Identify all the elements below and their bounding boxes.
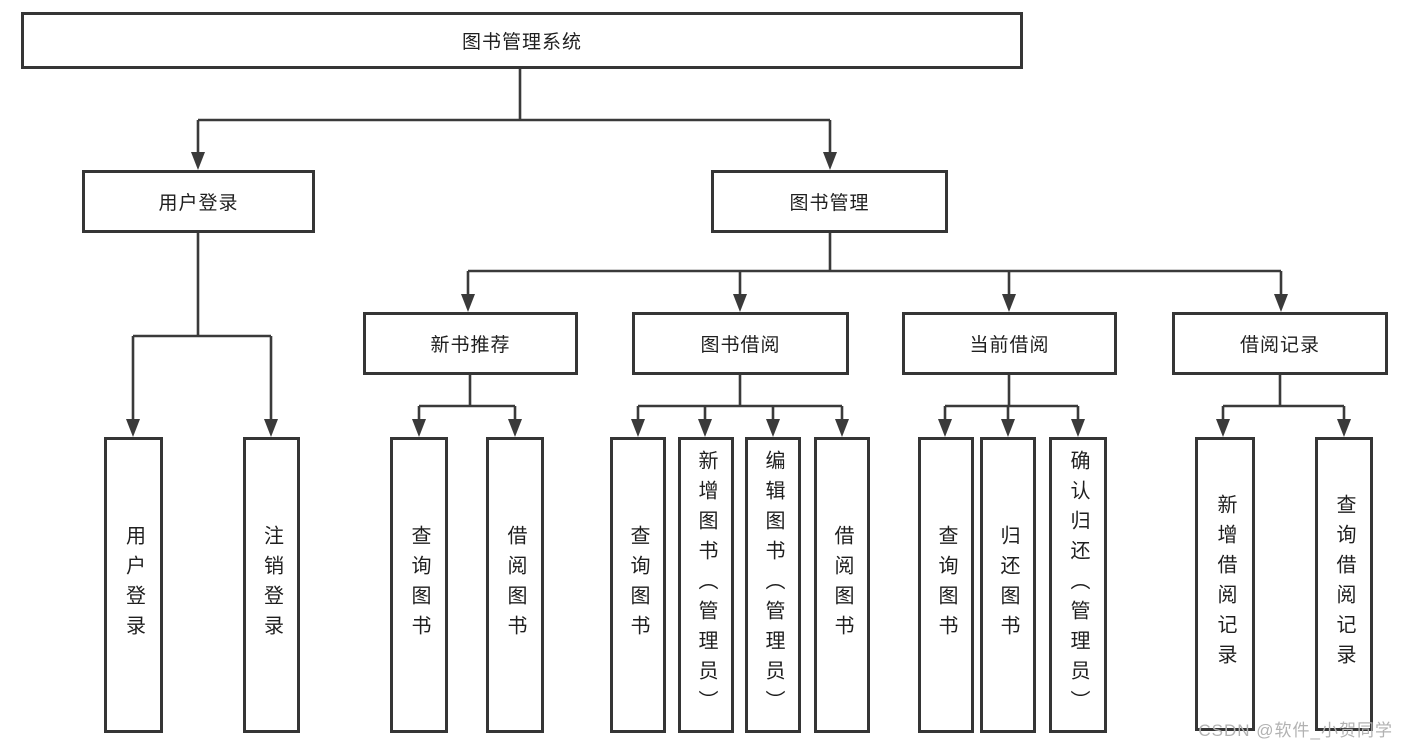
leaf-borrow-query-books: 查询图书 [610,437,666,733]
leaf-borrow-edit-books-admin-label: 编辑图书（管理员） [762,450,784,720]
leaf-borrow-query-books-label: 查询图书 [627,525,649,645]
leaf-current-confirm-return-admin-label: 确认归还（管理员） [1067,450,1089,720]
watermark: CSDN @软件_小贺同学 [1198,721,1393,740]
node-root-label: 图书管理系统 [461,32,582,53]
arrowheads [126,152,1351,437]
leaf-records-query-record-label: 查询借阅记录 [1333,494,1355,674]
leaf-logout: 注销登录 [243,437,300,733]
leaf-current-return-books: 归还图书 [980,437,1036,733]
node-root: 图书管理系统 [21,12,1023,69]
node-new-book-recommend-label: 新书推荐 [430,335,511,356]
node-new-book-recommend: 新书推荐 [363,312,578,375]
leaf-borrow-add-books-admin: 新增图书（管理员） [678,437,734,733]
leaf-newbook-borrow-books: 借阅图书 [486,437,544,733]
leaf-current-query-books-label: 查询图书 [935,525,957,645]
node-book-borrowing: 图书借阅 [632,312,849,375]
leaf-borrow-add-books-admin-label: 新增图书（管理员） [695,450,717,720]
node-borrowing-records: 借阅记录 [1172,312,1388,375]
leaf-borrow-borrow-books: 借阅图书 [814,437,870,733]
leaf-records-query-record: 查询借阅记录 [1315,437,1373,731]
leaf-newbook-query-books: 查询图书 [390,437,448,733]
leaf-user-login-label: 用户登录 [122,525,145,645]
node-book-management: 图书管理 [711,170,948,233]
leaf-records-add-record: 新增借阅记录 [1195,437,1255,731]
leaf-logout-label: 注销登录 [260,525,283,645]
node-book-borrowing-label: 图书借阅 [700,335,781,356]
leaf-newbook-borrow-books-label: 借阅图书 [504,525,526,645]
node-borrowing-records-label: 借阅记录 [1239,335,1320,356]
leaf-current-query-books: 查询图书 [918,437,974,733]
leaf-current-confirm-return-admin: 确认归还（管理员） [1049,437,1107,733]
leaf-newbook-query-books-label: 查询图书 [408,525,430,645]
node-user-login: 用户登录 [82,170,315,233]
node-current-borrowing-label: 当前借阅 [969,335,1050,356]
leaf-borrow-borrow-books-label: 借阅图书 [831,525,853,645]
leaf-user-login: 用户登录 [104,437,163,733]
node-user-login-label: 用户登录 [158,193,239,214]
leaf-borrow-edit-books-admin: 编辑图书（管理员） [745,437,801,733]
node-current-borrowing: 当前借阅 [902,312,1117,375]
leaf-current-return-books-label: 归还图书 [997,525,1019,645]
leaf-records-add-record-label: 新增借阅记录 [1214,494,1236,674]
node-book-management-label: 图书管理 [789,193,870,214]
